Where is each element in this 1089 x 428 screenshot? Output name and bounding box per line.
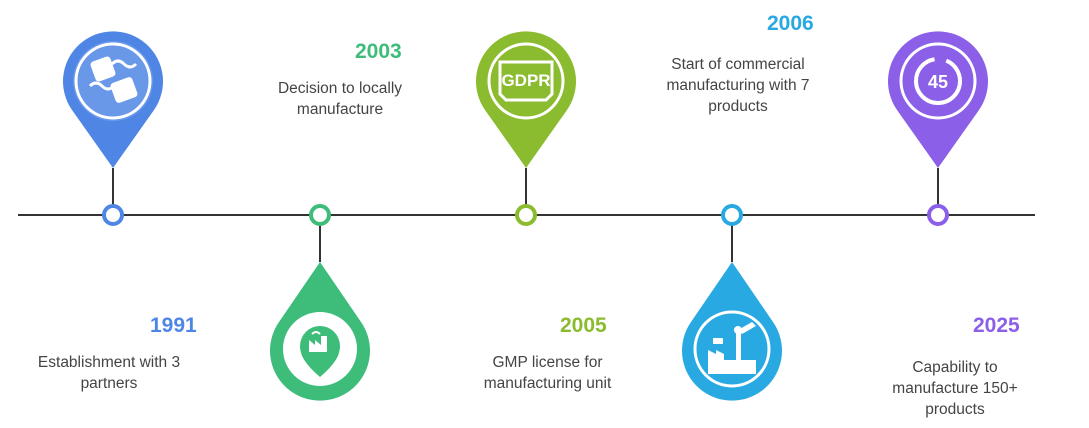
milestone-2003: [270, 204, 370, 401]
stopwatch-text: 45: [928, 72, 948, 92]
milestone-year: 2006: [767, 12, 814, 35]
factory-icon: [300, 326, 340, 377]
gdpr-badge-icon: GDPR: [498, 60, 554, 102]
milestone-2005: GDPR: [476, 31, 577, 226]
gdpr-text: GDPR: [501, 71, 550, 90]
stopwatch-45-icon: 45: [914, 57, 962, 105]
milestone-description: GMP license for manufacturing unit: [483, 354, 612, 392]
milestone-2006: [681, 204, 782, 401]
milestone-year: 2005: [560, 314, 607, 337]
milestone-1991: [63, 31, 164, 226]
timeline-node: [515, 204, 537, 226]
pin-inner-circle: [73, 41, 153, 121]
milestone-description: Decision to locally manufacture: [277, 80, 403, 118]
milestone-description: Capability to manufacture 150+ products: [892, 359, 1018, 418]
handshake-icon: [88, 56, 138, 103]
timeline-node: [721, 204, 743, 226]
milestone-description: Start of commercial manufacturing with 7…: [666, 56, 810, 115]
milestone-year: 1991: [150, 314, 197, 337]
milestone-year: 2003: [355, 40, 402, 63]
timeline-node: [309, 204, 331, 226]
robot-arm-factory-icon: [708, 322, 756, 374]
milestone-description: Establishment with 3 partners: [37, 354, 181, 392]
timeline-node: [927, 204, 949, 226]
milestone-2025: 45: [888, 31, 988, 226]
map-pin: [63, 31, 164, 168]
map-pin: [888, 31, 988, 168]
timeline-node: [102, 204, 124, 226]
map-pin: [681, 262, 782, 401]
milestone-year: 2025: [973, 314, 1020, 337]
